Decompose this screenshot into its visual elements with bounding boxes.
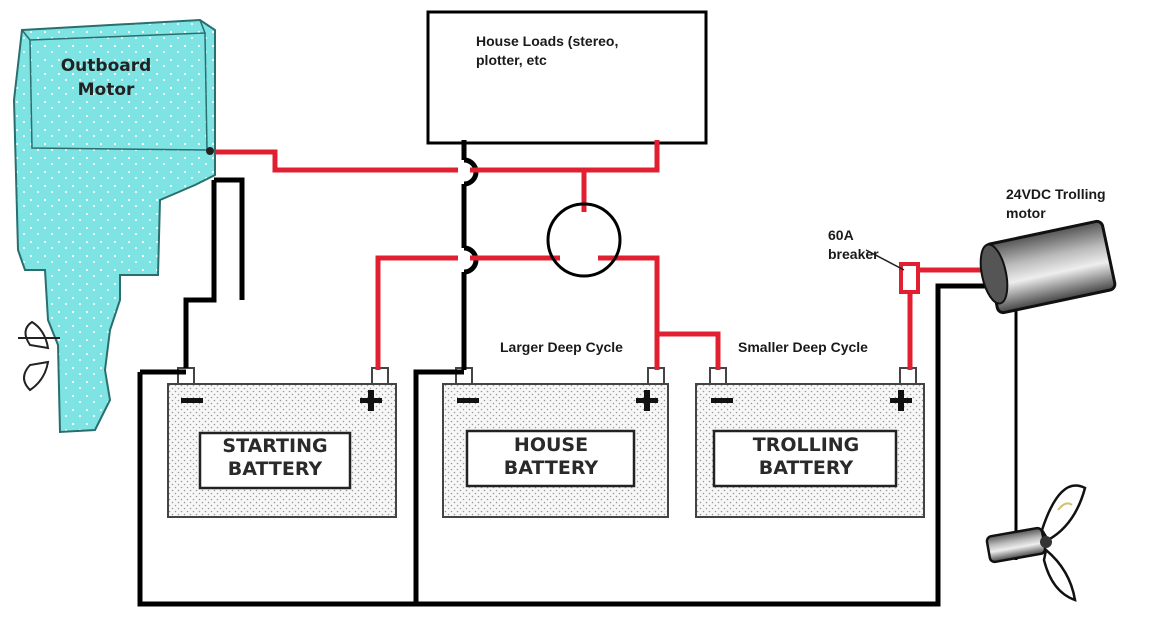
starting-battery xyxy=(167,367,397,518)
starting-battery-label: STARTING BATTERY xyxy=(222,435,328,480)
breaker-label: 60A breaker xyxy=(828,227,879,262)
trolling-motor-label: 24VDC Trolling motor xyxy=(1006,186,1106,221)
outboard-motor xyxy=(12,18,216,434)
smaller-deep-cycle-label: Smaller Deep Cycle xyxy=(738,339,868,355)
trolling-battery-label: TROLLING BATTERY xyxy=(752,434,860,479)
house-battery-label: HOUSE BATTERY xyxy=(503,434,599,479)
trolling-battery xyxy=(695,367,925,518)
larger-deep-cycle-label: Larger Deep Cycle xyxy=(500,339,623,355)
battery-selector-switch xyxy=(546,202,622,278)
house-loads-label: House Loads (stereo, plotter, etc xyxy=(476,33,619,68)
house-battery xyxy=(442,367,669,518)
outboard-motor-label: Outboard Motor xyxy=(60,56,152,100)
house-loads-box xyxy=(426,10,708,145)
trolling-motor xyxy=(979,219,1117,602)
negative-wires xyxy=(137,140,985,607)
breaker xyxy=(899,262,920,294)
